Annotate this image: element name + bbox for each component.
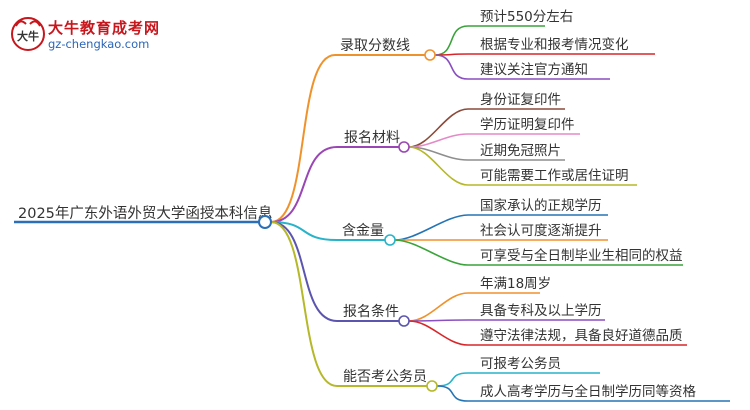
root-node[interactable] [258,215,272,229]
logo-title: 大牛教育成考网 [48,19,161,37]
leaf-label: 国家承认的正规学历 [480,197,602,214]
leaf-label: 预计550分左右 [480,9,573,25]
leaf-label: 近期免冠照片 [480,143,561,159]
site-logo[interactable]: 大牛 大牛教育成考网 gz-chengkao.com [8,14,168,58]
leaf-label: 社会认可度逐渐提升 [480,223,602,239]
leaf-connector [434,25,469,56]
branch-connector [270,221,338,387]
branch-node[interactable] [398,141,410,153]
leaf-label: 建议关注官方通知 [480,61,588,78]
leaf-connector [394,239,469,266]
branch-connector [270,146,338,223]
leaf-connector [408,146,469,186]
leaf-connector [434,54,469,80]
branch-label: 能否考公务员 [343,369,427,385]
leaf-connector [408,292,469,322]
branch-node[interactable] [426,380,438,392]
leaf-label: 遵守法律法规，具备良好道德品质 [480,327,683,344]
leaf-connector [394,214,469,241]
branch-label: 报名条件 [343,303,399,320]
leaf-label: 年满18周岁 [480,276,551,292]
branch-node[interactable] [398,315,410,327]
leaf-label: 成人高考学历与全日制学历同等资格 [480,383,696,400]
branch-connector [270,221,338,322]
leaf-label: 学历证明复印件 [480,116,575,133]
leaf-connector [408,319,469,322]
leaf-label: 可报考公务员 [480,356,561,372]
leaf-connector [436,372,469,387]
bull-logo-icon: 大牛 [11,17,45,51]
leaf-label: 可享受与全日制毕业生相同的权益 [480,247,683,264]
logo-mark-text: 大牛 [17,29,39,43]
leaf-label: 身份证复印件 [480,91,561,108]
root-label: 2025年广东外语外贸大学函授本科信息 [18,205,272,222]
leaf-label: 根据专业和报考情况变化 [480,37,629,53]
branch-node[interactable] [384,234,396,246]
branch-label: 含金量 [342,223,384,239]
branch-label: 报名材料 [344,130,400,146]
branch-node[interactable] [424,49,436,61]
leaf-connector [436,385,469,402]
branch-label: 录取分数线 [340,38,410,54]
branch-connector [270,54,336,223]
leaf-connector [408,320,469,346]
leaf-label: 可能需要工作或居住证明 [480,168,629,184]
branch-connector [270,221,338,241]
logo-url: gz-chengkao.com [48,37,150,51]
leaf-label: 具备专科及以上学历 [480,302,602,319]
